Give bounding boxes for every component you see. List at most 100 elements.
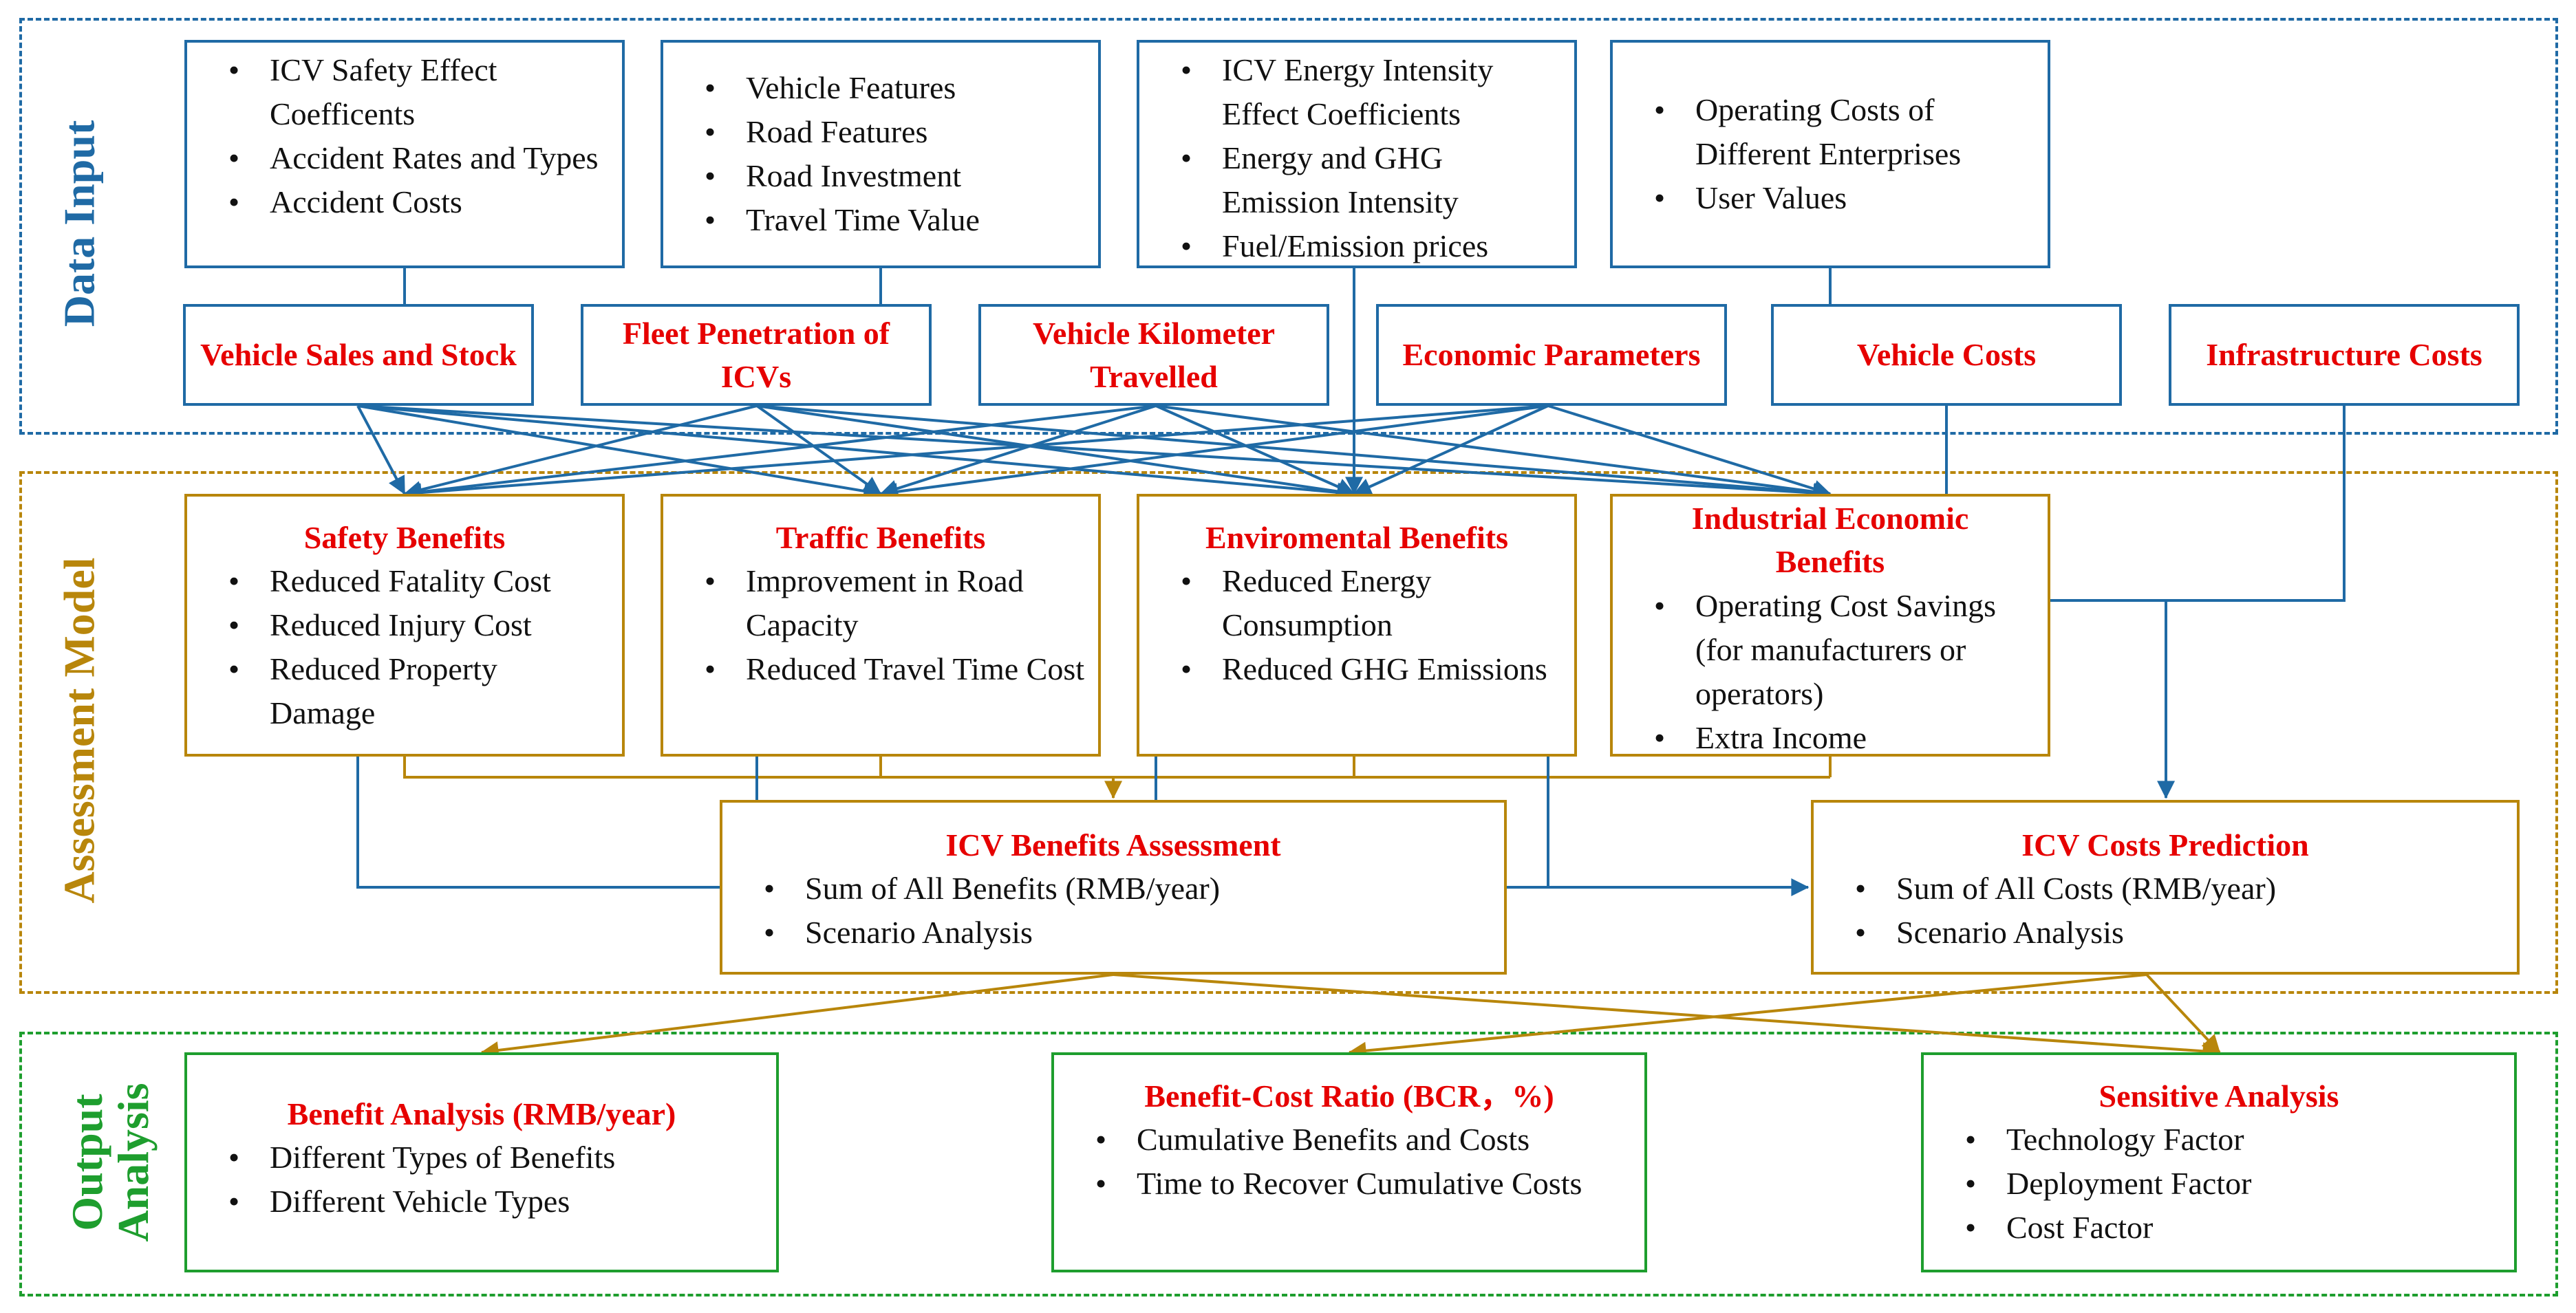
param-infrastructure-costs: Infrastructure Costs [2169, 304, 2520, 406]
list-item: Road Features [677, 110, 1084, 154]
connector-arrow [357, 404, 1832, 502]
benefit-box-industrial: Industrial Economic Benefits Operating C… [1610, 494, 2050, 760]
list-item: Sum of All Benefits (RMB/year) [736, 867, 1490, 911]
list-item: Sum of All Costs (RMB/year) [1827, 867, 2503, 911]
output-analysis-section [19, 1032, 2558, 1296]
list-item: Road Investment [677, 154, 1084, 198]
input-list-energy-data: ICV Energy Intensity Effect Coefficients… [1153, 48, 1560, 268]
list-item: Different Types of Benefits [201, 1136, 762, 1180]
benefit-list: Reduced Energy Consumption Reduced GHG E… [1153, 559, 1560, 691]
list-item: ICV Energy Intensity Effect Coefficients [1153, 48, 1560, 136]
benefit-title: Enviromental Benefits [1205, 520, 1508, 555]
output-title: Benefit Analysis (RMB/year) [287, 1096, 676, 1131]
param-fleet-penetration: Fleet Penetration of ICVs [581, 304, 932, 406]
output-box-bcr: Benefit-Cost Ratio (BCR，%) Cumulative Be… [1051, 1052, 1647, 1272]
output-box-sensitive-analysis: Sensitive Analysis Technology Factor Dep… [1921, 1052, 2517, 1272]
output-box-benefit-analysis: Benefit Analysis (RMB/year) Different Ty… [184, 1052, 779, 1272]
input-box-enterprise-data: Operating Costs of Different Enterprises… [1610, 40, 2050, 268]
list-item: Scenario Analysis [1827, 911, 2503, 955]
benefit-list: Operating Cost Savings (for manufacturer… [1627, 584, 2034, 760]
connector-arrow [480, 973, 1114, 1059]
costs-title: ICV Costs Prediction [2021, 827, 2309, 862]
connector-arrow [403, 404, 1549, 502]
list-item: Cumulative Benefits and Costs [1068, 1118, 1631, 1162]
connector-arrow [1547, 404, 1832, 498]
list-item: Accident Rates and Types [201, 136, 608, 180]
output-title: Benefit-Cost Ratio (BCR，%) [1144, 1078, 1554, 1114]
connector-arrow [1155, 404, 1832, 501]
list-item: Cost Factor [1938, 1206, 2500, 1250]
input-list-road-data: Vehicle Features Road Features Road Inve… [677, 66, 1084, 242]
list-item: Operating Cost Savings (for manufacturer… [1627, 584, 2034, 716]
connector-arrow [357, 404, 882, 500]
list-item: Reduced Energy Consumption [1153, 559, 1560, 647]
connector-arrow [403, 404, 758, 499]
input-box-road-data: Vehicle Features Road Features Road Inve… [661, 40, 1101, 268]
connector-arrow [1155, 404, 1355, 495]
connector-line [356, 757, 720, 889]
connector-arrow [2145, 973, 2221, 1054]
connector-arrow [756, 404, 1832, 501]
param-vehicle-kilometer: Vehicle Kilometer Travelled [978, 304, 1329, 406]
connector-arrow [755, 404, 882, 495]
input-box-safety-data: ICV Safety Effect Coefficents Accident R… [184, 40, 625, 268]
list-item: Scenario Analysis [736, 911, 1490, 955]
list-item: Reduced Injury Cost [201, 603, 608, 647]
connector-arrow [879, 404, 1157, 497]
connector-arrow [356, 405, 406, 495]
benefit-list: Improvement in Road Capacity Reduced Tra… [677, 559, 1084, 691]
list-item: Different Vehicle Types [201, 1180, 762, 1224]
connector-arrow [403, 404, 1157, 501]
assessment-list: Sum of All Benefits (RMB/year) Scenario … [736, 867, 1490, 955]
connector-arrow [1353, 404, 1549, 495]
benefit-title: Traffic Benefits [775, 520, 986, 555]
connector-arrow [1113, 973, 2221, 1061]
list-item: Reduced Property Damage [201, 647, 608, 735]
output-list: Technology Factor Deployment Factor Cost… [1938, 1118, 2500, 1250]
output-list: Cumulative Benefits and Costs Time to Re… [1068, 1118, 1631, 1206]
list-item: Energy and GHG Emission Intensity [1153, 136, 1560, 224]
connector-arrow [357, 404, 1355, 501]
list-item: Accident Costs [201, 180, 608, 224]
param-economic: Economic Parameters [1376, 304, 1727, 406]
costs-list: Sum of All Costs (RMB/year) Scenario Ana… [1827, 867, 2503, 955]
benefit-box-environmental: Enviromental Benefits Reduced Energy Con… [1137, 494, 1577, 757]
list-item: Fuel/Emission prices [1153, 224, 1560, 268]
connector-line [2050, 406, 2346, 602]
input-list-safety-data: ICV Safety Effect Coefficents Accident R… [201, 48, 608, 224]
connector-arrow [1348, 973, 2147, 1060]
assessment-title: ICV Benefits Assessment [945, 827, 1281, 862]
list-item: Reduced GHG Emissions [1153, 647, 1560, 691]
list-item: Reduced Fatality Cost [201, 559, 608, 603]
list-item: Technology Factor [1938, 1118, 2500, 1162]
benefit-box-traffic: Traffic Benefits Improvement in Road Cap… [661, 494, 1101, 757]
param-vehicle-costs: Vehicle Costs [1771, 304, 2122, 406]
benefit-title: Safety Benefits [303, 520, 506, 555]
list-item: Reduced Travel Time Cost [677, 647, 1084, 691]
list-item: Extra Income [1627, 716, 2034, 760]
output-title: Sensitive Analysis [2099, 1078, 2339, 1114]
assessment-model-section [19, 471, 2558, 994]
list-item: Time to Recover Cumulative Costs [1068, 1162, 1631, 1206]
output-list: Different Types of Benefits Different Ve… [201, 1136, 762, 1224]
input-list-enterprise-data: Operating Costs of Different Enterprises… [1627, 88, 2034, 220]
list-item: ICV Safety Effect Coefficents [201, 48, 608, 136]
connector-line [403, 757, 1830, 779]
benefit-box-safety: Safety Benefits Reduced Fatality Cost Re… [184, 494, 625, 757]
benefit-title: Industrial Economic Benefits [1691, 501, 1969, 580]
param-vehicle-sales: Vehicle Sales and Stock [183, 304, 534, 406]
benefit-list: Reduced Fatality Cost Reduced Injury Cos… [201, 559, 608, 735]
costs-prediction-box: ICV Costs Prediction Sum of All Costs (R… [1811, 800, 2520, 975]
list-item: Travel Time Value [677, 198, 1084, 242]
benefits-assessment-box: ICV Benefits Assessment Sum of All Benef… [720, 800, 1507, 975]
list-item: Improvement in Road Capacity [677, 559, 1084, 647]
list-item: Operating Costs of Different Enterprises [1627, 88, 2034, 176]
list-item: Vehicle Features [677, 66, 1084, 110]
connector-arrow [879, 404, 1549, 501]
data-input-section [19, 18, 2558, 435]
connector-arrow [756, 404, 1355, 501]
list-item: User Values [1627, 176, 2034, 220]
list-item: Deployment Factor [1938, 1162, 2500, 1206]
